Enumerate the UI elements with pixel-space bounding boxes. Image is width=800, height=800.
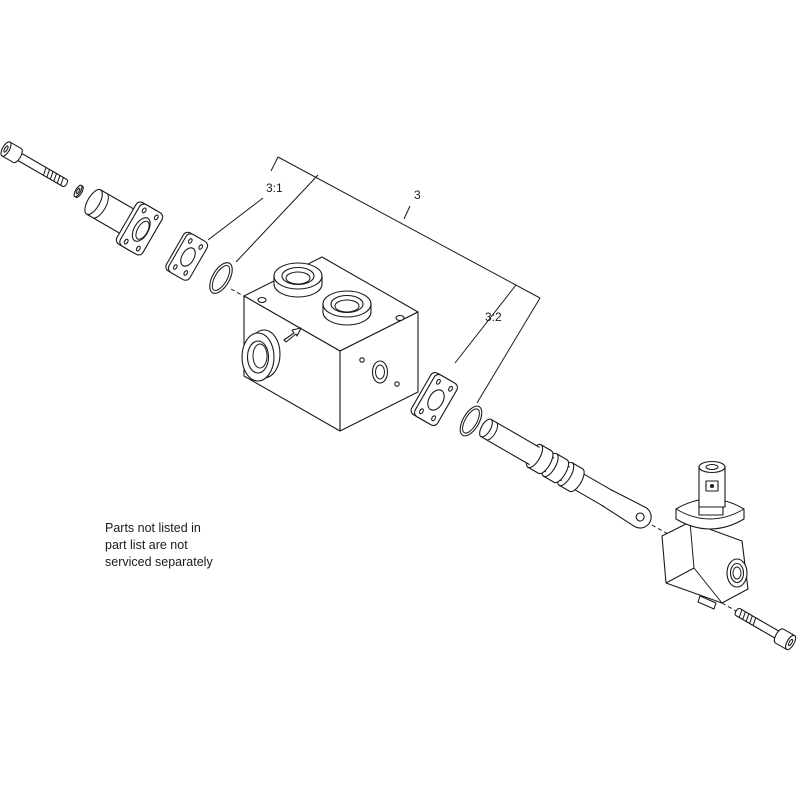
lever-post-top bbox=[698, 460, 726, 474]
callout-3-1: 3:1 bbox=[266, 181, 283, 195]
gasket-right-hole bbox=[418, 408, 424, 415]
callout-3-2: 3:2 bbox=[485, 310, 502, 324]
spool-land-2 bbox=[543, 453, 570, 484]
centerline-bolt-right bbox=[721, 602, 737, 612]
callout-3: 3 bbox=[414, 188, 421, 202]
end-cap-bolt-hole bbox=[153, 214, 159, 221]
spool-bore bbox=[371, 360, 389, 384]
top-port-1-bore-inner bbox=[285, 271, 311, 285]
gasket-right-hole bbox=[431, 415, 437, 422]
lever-housing-boss-inner bbox=[732, 566, 742, 580]
side-port-bore-inner bbox=[252, 343, 268, 369]
sub-assembly-3-2-leader-gasket bbox=[454, 284, 517, 364]
note-line-3: serviced separately bbox=[105, 555, 213, 569]
gasket-left-hole bbox=[172, 264, 178, 270]
spool-land-3 bbox=[558, 462, 585, 493]
top-mount-hole bbox=[395, 314, 405, 322]
bolt-right-head-face bbox=[785, 634, 797, 651]
bolt-left-head-face bbox=[0, 141, 12, 157]
sub-assembly-3-2-leader-o-ring bbox=[476, 297, 541, 404]
end-cap-bore-inner bbox=[135, 220, 150, 240]
bolt-right-threads bbox=[738, 609, 757, 626]
o-ring-left-outer bbox=[209, 262, 233, 294]
washer-hole bbox=[75, 187, 81, 195]
spool-bore-inner bbox=[375, 364, 385, 380]
gasket-left-hole bbox=[187, 238, 193, 244]
lever-collar-edge bbox=[675, 508, 745, 520]
lever-post-top-inner bbox=[705, 464, 719, 470]
washer bbox=[73, 184, 84, 199]
parts-note: Parts not listed in part list are not se… bbox=[105, 521, 213, 569]
bolt-right-shaft bbox=[734, 607, 784, 642]
end-face-bolt-hole bbox=[359, 357, 365, 363]
bolt-left-socket bbox=[3, 145, 9, 153]
lever-housing-edges bbox=[665, 521, 723, 604]
bolt-left-shaft bbox=[13, 150, 69, 188]
o-ring-right bbox=[459, 405, 483, 437]
control-lever-assembly bbox=[661, 460, 749, 610]
gasket-right-center-hole bbox=[427, 389, 445, 411]
top-port-2-bore-inner bbox=[334, 299, 360, 313]
end-cap-band bbox=[92, 192, 109, 219]
top-mount-hole bbox=[257, 296, 267, 304]
end-cap-bolt-hole bbox=[123, 238, 129, 245]
gasket-right-hole bbox=[435, 378, 441, 385]
spool-rod-end bbox=[479, 418, 493, 438]
bolt-right-socket bbox=[788, 638, 794, 647]
spool-land-1 bbox=[527, 444, 554, 475]
assembly-3-bracket bbox=[270, 156, 541, 299]
bolt-right bbox=[734, 607, 797, 651]
gasket-left-hole bbox=[183, 270, 189, 276]
gasket-left-center-hole bbox=[180, 247, 196, 267]
sub-assembly-3-1-leader-o-ring bbox=[235, 174, 319, 263]
gasket-plate-left bbox=[165, 231, 209, 281]
note-line-1: Parts not listed in bbox=[105, 521, 201, 535]
side-port-bore bbox=[246, 340, 270, 374]
assembly-3-stem bbox=[403, 205, 411, 220]
spool-clevis-hole bbox=[635, 512, 645, 522]
sub-assembly-3-1-leader-gasket bbox=[207, 197, 264, 241]
note-line-2: part list are not bbox=[105, 538, 188, 552]
lever-housing-tab bbox=[697, 595, 717, 610]
gasket-left-hole bbox=[198, 244, 204, 250]
end-cap bbox=[84, 188, 164, 256]
end-face-bolt-hole bbox=[394, 381, 400, 387]
o-ring-left-inner bbox=[211, 265, 231, 291]
lever-post-pin-hole-dark bbox=[710, 484, 714, 488]
spool-rod-ring bbox=[485, 421, 498, 441]
flow-arrow-icon bbox=[283, 327, 302, 343]
callout-leaders bbox=[207, 156, 541, 404]
o-ring-right-inner bbox=[462, 408, 480, 434]
end-cap-bolt-hole bbox=[141, 207, 147, 214]
valve-body bbox=[241, 256, 419, 432]
centerline-right bbox=[651, 524, 669, 535]
o-ring-right-outer bbox=[459, 405, 483, 437]
bolt-left-threads bbox=[42, 167, 64, 186]
o-ring-left bbox=[209, 262, 233, 294]
bolt-left bbox=[0, 141, 69, 188]
gasket-plate-right bbox=[410, 371, 458, 427]
lever-housing-boss-bore bbox=[729, 562, 745, 584]
spool bbox=[479, 418, 652, 529]
end-cap-bolt-hole bbox=[135, 245, 141, 252]
gasket-right-hole bbox=[448, 385, 454, 392]
